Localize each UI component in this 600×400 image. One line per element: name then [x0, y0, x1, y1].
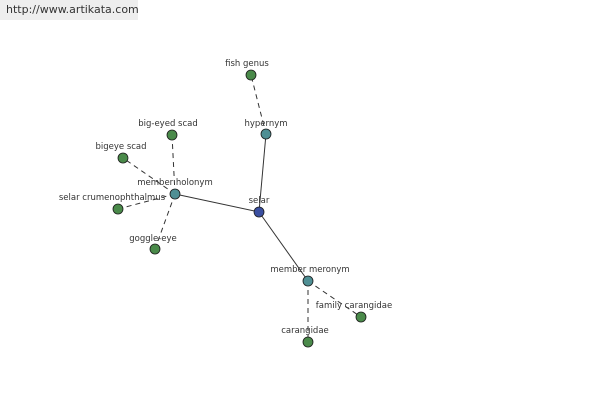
node-label-bigeye-scad: bigeye scad [95, 142, 146, 152]
edge-hypernym-fish_genus [250, 74, 267, 135]
edge-selar-member_holonym [174, 193, 260, 213]
node-member-holonym[interactable] [169, 188, 181, 200]
node-family-carangidae[interactable] [355, 311, 367, 323]
node-label-member-meronym: member meronym [270, 265, 349, 275]
node-selar-crumenophthalmus[interactable] [112, 203, 124, 215]
edges-layer [117, 74, 362, 342]
node-label-hypernym: hypernym [244, 119, 287, 129]
node-big-eyed-scad[interactable] [166, 129, 178, 141]
node-fish-genus[interactable] [245, 69, 257, 81]
edge-member_holonym-big_eyed_scad [171, 134, 176, 195]
labels-layer: selar hypernym fish genus member holonym big… [59, 59, 392, 336]
edge-member_meronym-family_carangidae [307, 280, 362, 318]
node-label-member-holonym: member holonym [137, 178, 212, 188]
node-label-family-carangidae: family carangidae [316, 301, 393, 311]
node-member-meronym[interactable] [302, 275, 314, 287]
edge-member_holonym-selar_crumenophthalmus [117, 193, 176, 210]
site-url-text[interactable]: http://www.artikata.com [6, 3, 139, 16]
node-label-big-eyed-scad: big-eyed scad [138, 119, 198, 129]
node-label-carangidae: carangidae [281, 326, 329, 336]
edge-selar-member_meronym [258, 211, 309, 282]
edge-member_holonym-bigeye_scad [122, 157, 176, 195]
edge-selar-hypernym [258, 133, 267, 213]
node-label-selar: selar [249, 196, 270, 206]
node-bigeye-scad[interactable] [117, 152, 129, 164]
edge-member_holonym-goggle_eye [154, 193, 176, 250]
node-label-selar-crumenophthalmus: selar crumenophthalmus [59, 193, 166, 203]
node-label-fish-genus: fish genus [225, 59, 269, 69]
node-selar[interactable] [253, 206, 265, 218]
node-goggle-eye[interactable] [149, 243, 161, 255]
nodes-layer [112, 69, 367, 348]
node-label-goggle-eye: goggle-eye [129, 234, 177, 244]
site-url-banner[interactable]: http://www.artikata.com [0, 0, 139, 20]
node-carangidae[interactable] [302, 336, 314, 348]
node-hypernym[interactable] [260, 128, 272, 140]
